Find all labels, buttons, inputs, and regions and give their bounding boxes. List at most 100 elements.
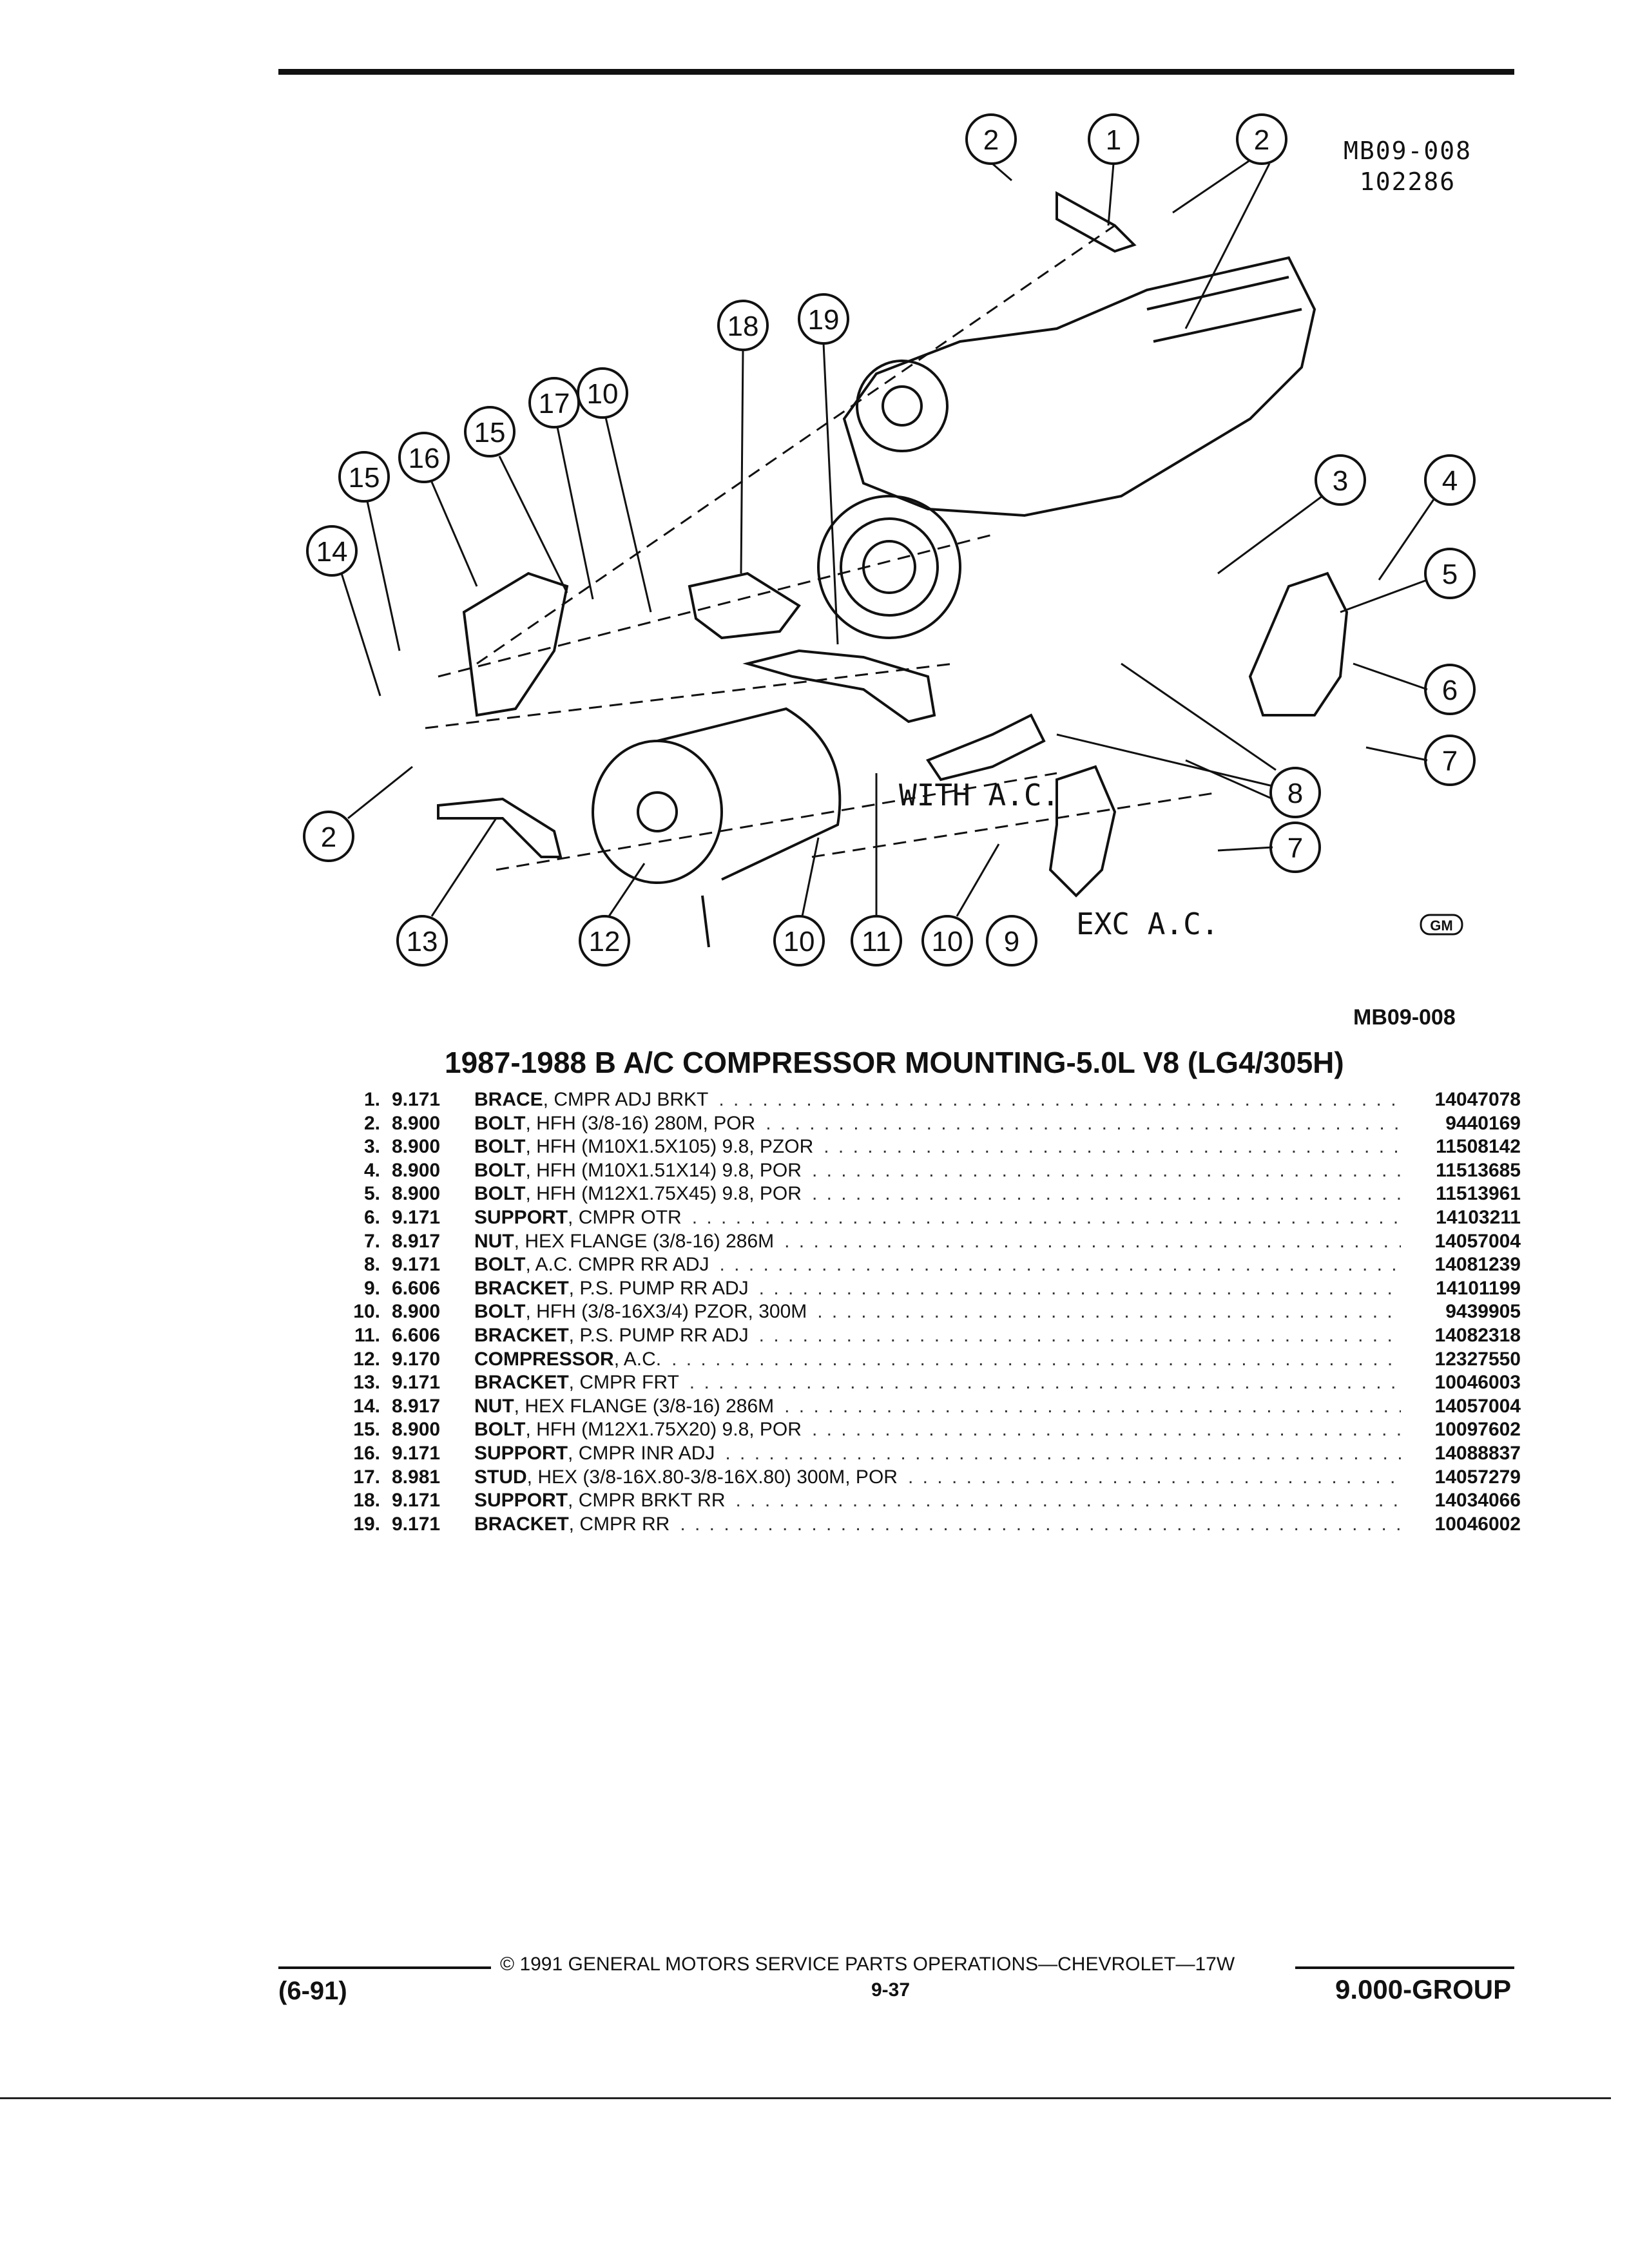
part-number: 14101199 xyxy=(1436,1277,1521,1299)
part-description: BRACKET, P.S. PUMP RR ADJ xyxy=(474,1278,749,1300)
leader-line xyxy=(801,837,820,917)
part-qualifier: , CMPR INR ADJ xyxy=(568,1442,715,1464)
alternator-pulley xyxy=(856,360,949,452)
leader-line xyxy=(1353,662,1428,691)
part-description: SUPPORT, CMPR BRKT RR xyxy=(474,1490,726,1512)
compressor-front xyxy=(592,740,723,884)
callout-4: 4 xyxy=(1424,454,1476,506)
group-number: 6.606 xyxy=(392,1324,441,1346)
part-qualifier: , HEX FLANGE (3/8-16) 286M xyxy=(514,1230,775,1252)
crank-pulley-hub xyxy=(862,540,916,594)
footer-rule-left xyxy=(278,1966,491,1969)
header-rule xyxy=(278,69,1514,75)
item-number: 18. xyxy=(353,1490,380,1512)
leader-line xyxy=(430,818,497,917)
item-number: 19. xyxy=(353,1513,380,1535)
leader-dots xyxy=(759,1325,1401,1347)
leader-line xyxy=(430,481,478,587)
leader-line xyxy=(1056,733,1273,787)
callout-10: 10 xyxy=(921,915,973,966)
leader-line xyxy=(1365,746,1428,762)
part-name: BOLT xyxy=(474,1254,526,1276)
compressor-clutch xyxy=(637,791,678,832)
part-description: NUT, HEX FLANGE (3/8-16) 286M xyxy=(474,1396,774,1418)
part-number: 10046002 xyxy=(1434,1513,1521,1535)
leader-dots xyxy=(824,1136,1401,1158)
callout-14: 14 xyxy=(306,525,358,577)
part-qualifier: , HEX (3/8-16X.80-3/8-16X.80) 300M, POR xyxy=(526,1466,898,1488)
part-description: BOLT, A.C. CMPR RR ADJ xyxy=(474,1254,709,1276)
callout-15: 15 xyxy=(338,451,390,503)
part-name: BOLT xyxy=(474,1419,526,1441)
part-qualifier: , HFH (M12X1.75X20) 9.8, POR xyxy=(525,1419,802,1441)
leader-line xyxy=(740,349,744,574)
item-number: 8. xyxy=(363,1254,380,1276)
part-number: 12327550 xyxy=(1434,1348,1521,1370)
leader-line xyxy=(556,427,594,600)
compressor-mount xyxy=(701,895,710,948)
part-name: SUPPORT xyxy=(474,1490,568,1512)
leader-dots xyxy=(692,1207,1401,1229)
part-qualifier: , P.S. PUMP RR ADJ xyxy=(568,1277,749,1299)
footer-rule-right xyxy=(1295,1966,1514,1969)
footer-date: (6-91) xyxy=(278,1977,347,2005)
svg-text:17: 17 xyxy=(539,388,570,419)
svg-text:10: 10 xyxy=(932,926,963,957)
part-description: NUT, HEX FLANGE (3/8-16) 286M xyxy=(474,1231,774,1253)
callout-18: 18 xyxy=(717,300,769,351)
part-description: BOLT, HFH (M12X1.75X20) 9.8, POR xyxy=(474,1419,802,1441)
part-name: STUD xyxy=(474,1466,527,1488)
part-name: BRACKET xyxy=(474,1513,569,1535)
part-description: SUPPORT, CMPR INR ADJ xyxy=(474,1443,715,1465)
svg-text:11: 11 xyxy=(862,926,891,957)
part-qualifier: , A.C. xyxy=(613,1348,662,1370)
leader-line xyxy=(1121,662,1277,771)
part-number: 14081239 xyxy=(1434,1254,1521,1276)
group-number: 8.900 xyxy=(392,1419,441,1441)
group-number: 9.171 xyxy=(392,1442,441,1464)
compressor-body xyxy=(657,707,842,881)
leader-line xyxy=(366,501,401,651)
leader-line xyxy=(1378,499,1435,581)
part-number: 9440169 xyxy=(1445,1112,1521,1134)
callout-15: 15 xyxy=(464,406,516,457)
group-number: 9.171 xyxy=(392,1254,441,1276)
callout-13: 13 xyxy=(396,915,448,966)
diagram-reference: MB09-008 102286 xyxy=(1344,135,1472,197)
svg-text:5: 5 xyxy=(1442,559,1458,590)
diagram-ref-code: MB09-008 xyxy=(1344,137,1472,165)
assembly-line xyxy=(476,224,1115,665)
group-number: 8.900 xyxy=(392,1301,441,1323)
callout-19: 19 xyxy=(798,293,849,345)
engine-edge xyxy=(1146,276,1289,311)
part-description: BRACKET, P.S. PUMP RR ADJ xyxy=(474,1325,749,1347)
group-number: 9.171 xyxy=(392,1206,441,1228)
part-description: STUD, HEX (3/8-16X.80-3/8-16X.80) 300M, … xyxy=(474,1466,898,1488)
leader-line xyxy=(340,573,381,697)
callout-7: 7 xyxy=(1269,822,1321,873)
item-number: 1. xyxy=(363,1089,380,1110)
part-qualifier: , HFH (3/8-16) 280M, POR xyxy=(525,1112,756,1134)
group-number: 8.917 xyxy=(392,1230,441,1252)
svg-text:13: 13 xyxy=(407,926,438,957)
svg-text:10: 10 xyxy=(587,378,619,410)
callout-3: 3 xyxy=(1315,454,1366,506)
leader-line xyxy=(1107,163,1115,226)
svg-text:2: 2 xyxy=(321,822,336,853)
engine-block xyxy=(842,256,1316,517)
svg-text:2: 2 xyxy=(1254,124,1269,156)
leader-dots xyxy=(812,1160,1401,1182)
callout-2: 2 xyxy=(303,811,354,862)
callout-2: 2 xyxy=(965,113,1017,165)
diagram-ref-date: 102286 xyxy=(1359,168,1456,196)
